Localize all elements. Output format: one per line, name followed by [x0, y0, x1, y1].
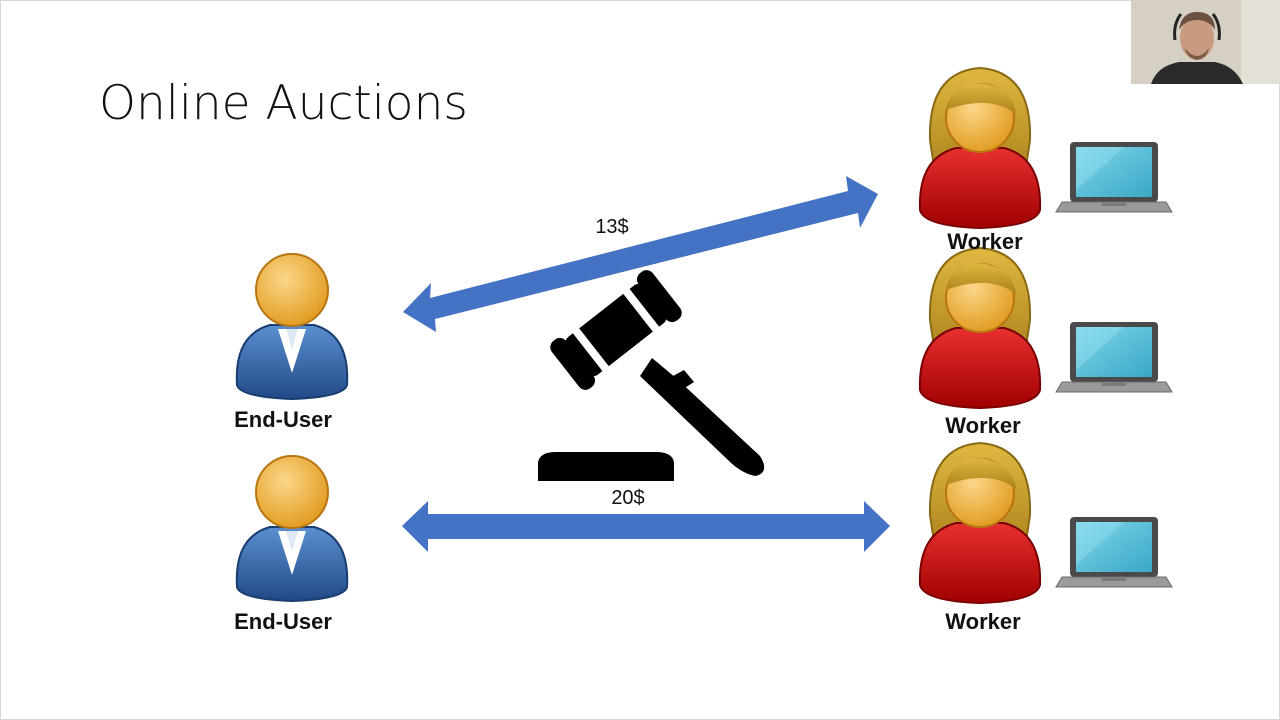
bid-price-1: 13$	[595, 216, 629, 238]
end-user-label-2: End-User	[234, 609, 332, 634]
end-user-label-1: End-User	[234, 407, 332, 432]
laptop-icon-3	[1055, 516, 1173, 588]
worker-label-1: Worker	[947, 229, 1023, 254]
worker-icon-3	[918, 442, 1042, 604]
end-user-icon-2	[235, 455, 349, 602]
gavel-icon	[538, 270, 765, 481]
laptop-icon-2	[1055, 321, 1173, 393]
end-user-icon-1	[235, 253, 349, 400]
bid-arrow-diagonal	[403, 176, 878, 332]
bid-price-2: 20$	[611, 487, 645, 509]
bid-arrow-horizontal	[402, 501, 890, 552]
laptop-icon-1	[1055, 141, 1173, 213]
presenter-webcam	[1131, 0, 1280, 84]
worker-icon-2	[918, 247, 1042, 409]
worker-label-2: Worker	[945, 413, 1021, 438]
presenter-silhouette-icon	[1131, 0, 1280, 84]
worker-icon-1	[918, 67, 1042, 229]
slide-title: Online Auctions	[99, 76, 468, 131]
worker-label-3: Worker	[945, 609, 1021, 634]
